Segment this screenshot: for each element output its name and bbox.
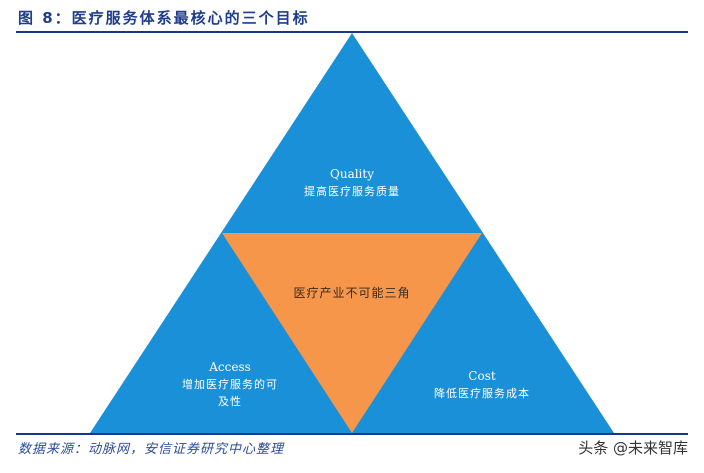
cost-label: Cost 降低医疗服务成本 <box>402 368 562 402</box>
impossible-triangle-label: 医疗产业不可能三角 <box>293 286 411 300</box>
access-en: Access <box>209 360 251 374</box>
watermark: 头条 @未来智库 <box>578 439 688 457</box>
cost-en: Cost <box>468 369 496 383</box>
access-label: Access 增加医疗服务的可 及性 <box>150 359 310 410</box>
quality-en: Quality <box>330 167 374 181</box>
bottom-divider <box>16 433 688 435</box>
figure-title: 图 8：医疗服务体系最核心的三个目标 <box>18 9 310 27</box>
inner-triangle <box>222 233 482 433</box>
top-divider <box>16 31 688 33</box>
quality-zh: 提高医疗服务质量 <box>304 185 400 198</box>
quality-label: Quality 提高医疗服务质量 <box>272 166 432 200</box>
data-source: 数据来源：动脉网，安信证券研究中心整理 <box>18 442 285 457</box>
cost-zh: 降低医疗服务成本 <box>434 387 530 400</box>
access-zh-line1: 增加医疗服务的可 <box>182 378 278 391</box>
access-zh-line2: 及性 <box>218 395 242 408</box>
